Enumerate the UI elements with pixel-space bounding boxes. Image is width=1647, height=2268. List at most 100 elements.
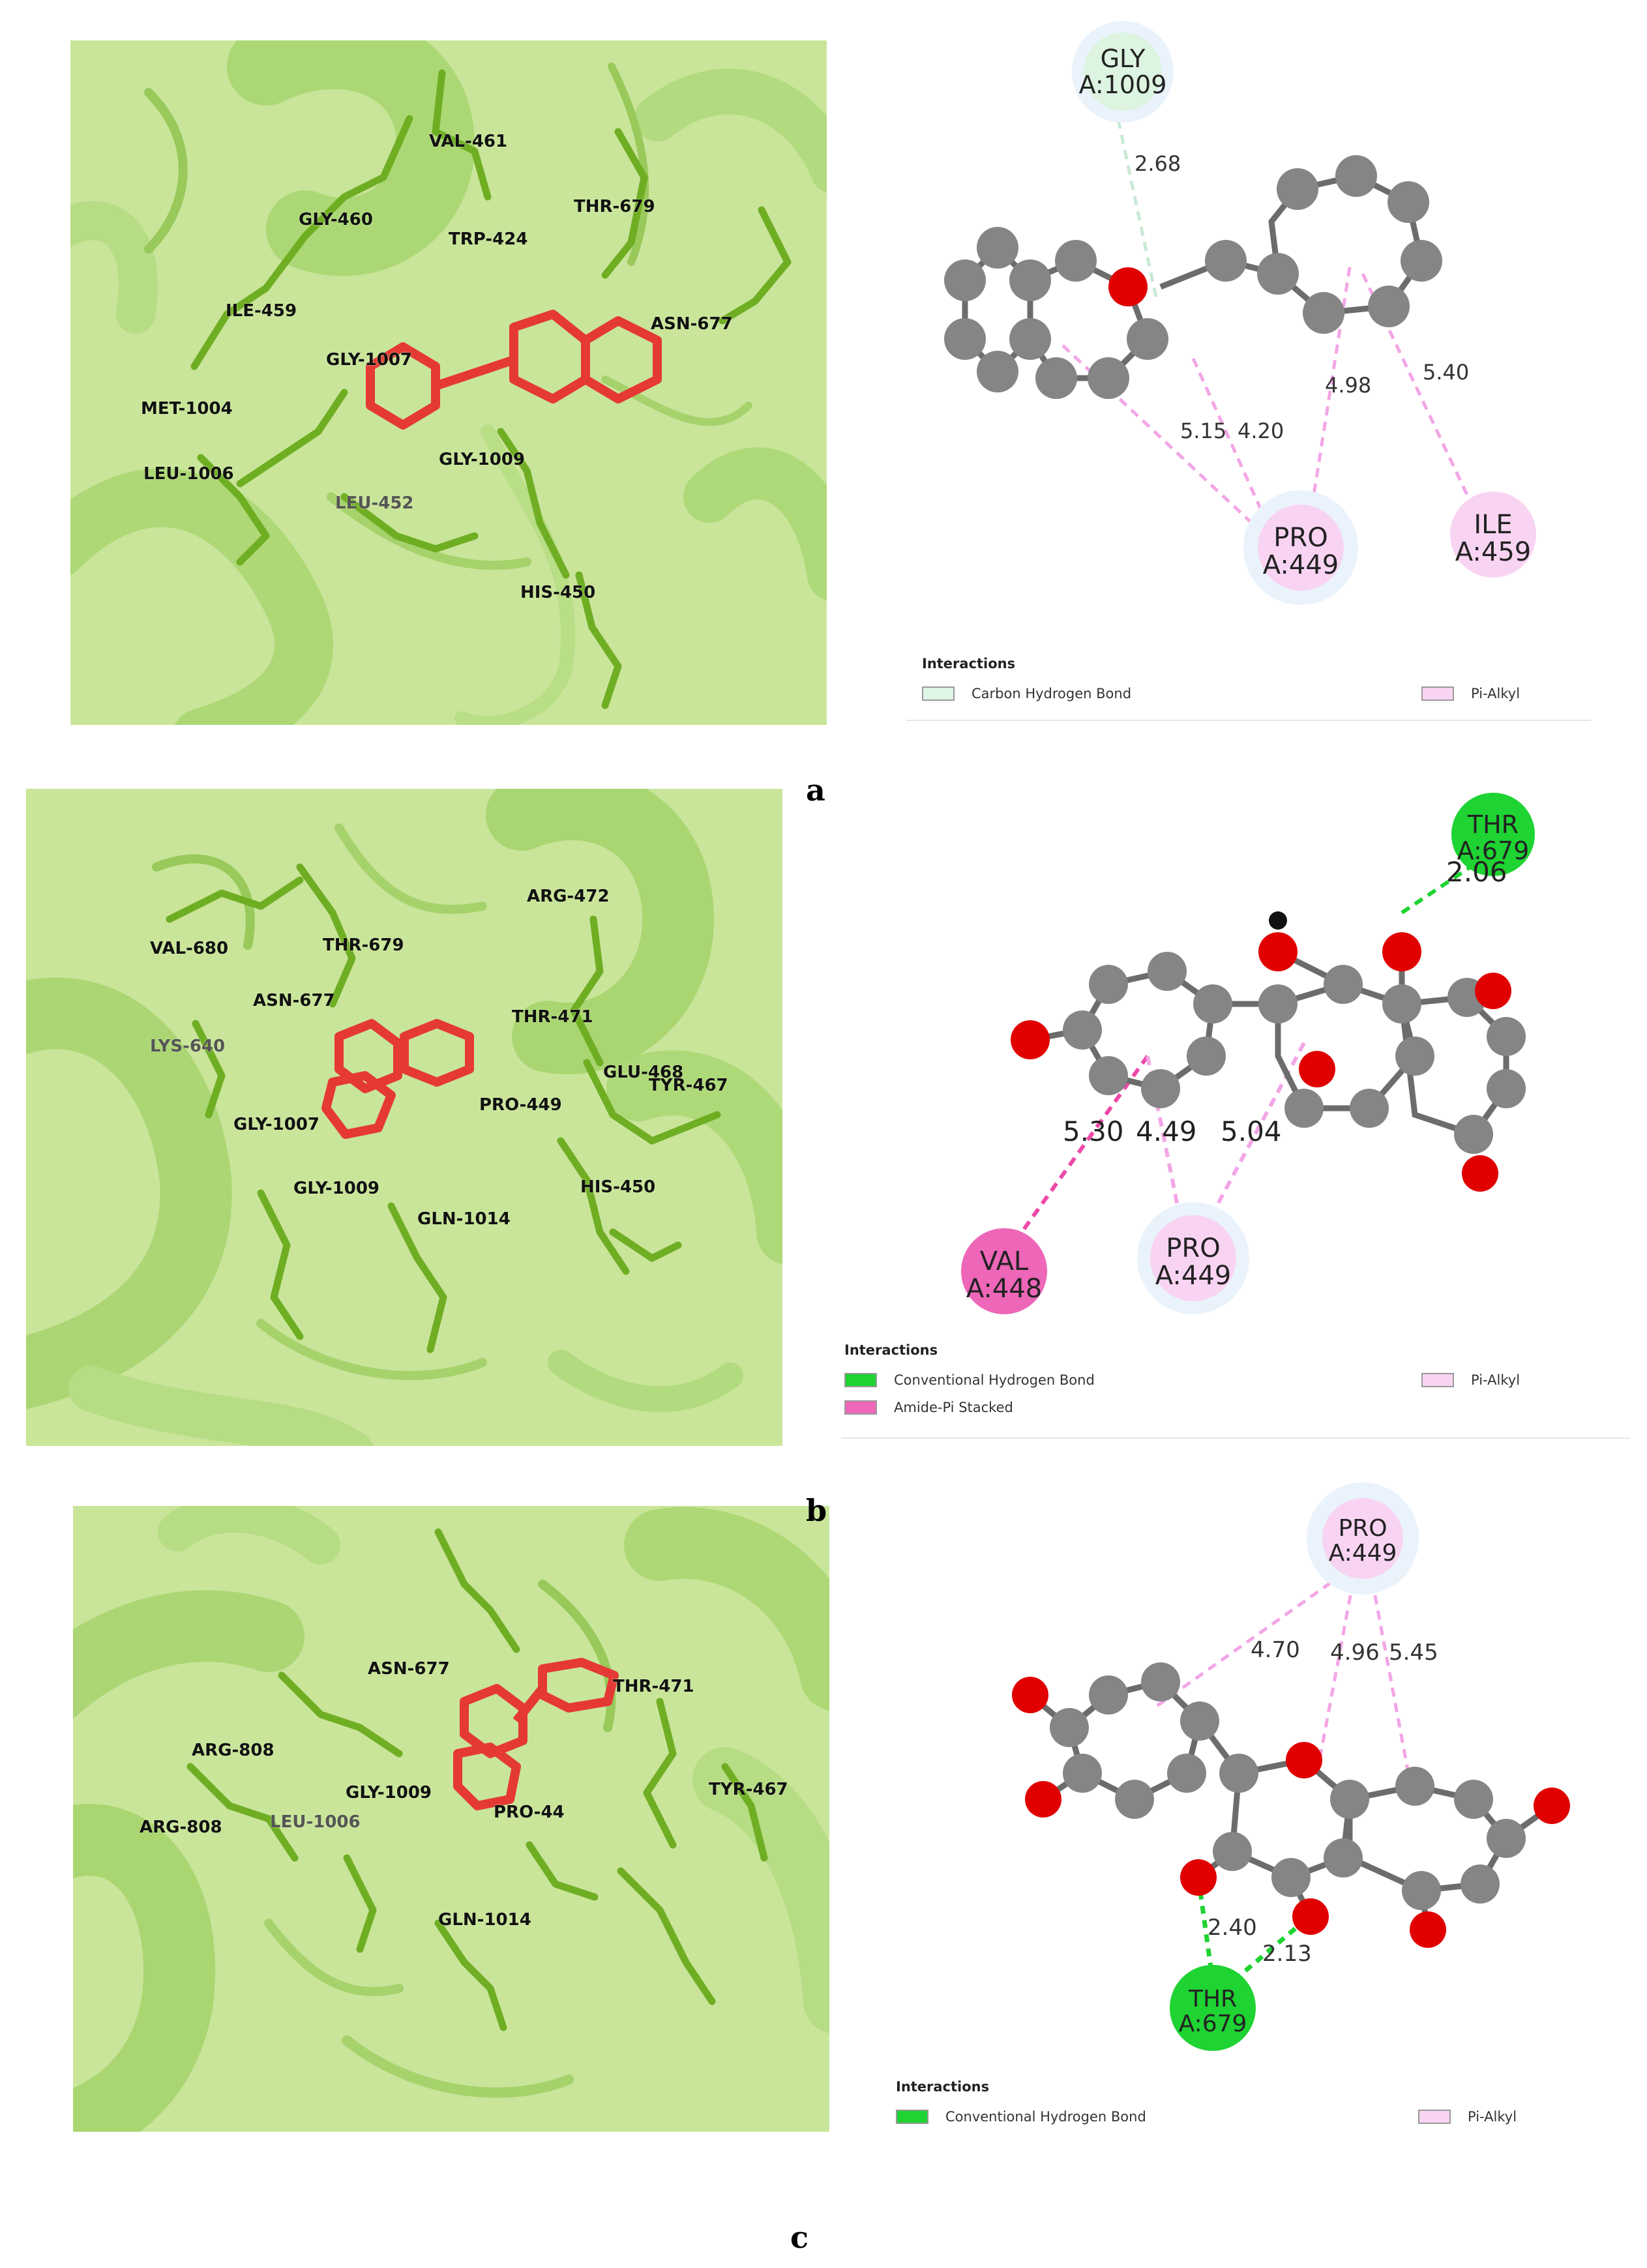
- legend-swatch: [844, 1400, 877, 1415]
- distance-label: 4.20: [1238, 419, 1284, 443]
- residue-label: GLY-1009: [439, 450, 526, 469]
- svg-text:THR: THR: [1188, 1986, 1237, 2012]
- oxygen-atom: [1108, 267, 1148, 306]
- legend-divider: [906, 720, 1591, 721]
- panel-b-ligand: [321, 1019, 474, 1139]
- residue-node-thr-679: THR A:679: [1170, 1965, 1256, 2051]
- svg-text:A:448: A:448: [966, 1274, 1042, 1304]
- legend-title: Interactions: [922, 656, 1016, 671]
- residue-label: THR-679: [574, 197, 655, 216]
- distance-label: 2.40: [1208, 1915, 1257, 1941]
- residue-label: LYS-640: [150, 1037, 226, 1056]
- residue-label: GLY-1007: [233, 1115, 320, 1134]
- residue-node-thr-679: THR A:679: [1451, 793, 1535, 876]
- panel-c-interaction-diagram: PRO A:449 THR A:679 4.70 4.96 5.45 2.40 …: [1012, 1482, 1570, 2051]
- ligand-atoms: [944, 155, 1442, 399]
- oxygen-atom: [1258, 932, 1298, 971]
- legend-item-pi-alkyl: Pi-Alkyl: [1421, 686, 1520, 701]
- distance-label: 5.30: [1063, 1115, 1124, 1147]
- hydrogen-atom: [1269, 911, 1287, 930]
- interaction-line: [1361, 272, 1476, 510]
- panel-b-residue-sticks: [166, 863, 721, 1353]
- oxygen-atom: [1410, 1911, 1446, 1948]
- legend-label: Pi-Alkyl: [1471, 1372, 1521, 1388]
- svg-text:A:679: A:679: [1179, 2010, 1247, 2037]
- residue-label: VAL-461: [429, 132, 508, 151]
- panel-a-legend: Interactions Carbon Hydrogen Bond Pi-Alk…: [906, 652, 1591, 724]
- panel-b-interaction-diagram: THR A:679 VAL A:448 PRO A:449 2.06 5.30 …: [961, 793, 1535, 1314]
- legend-swatch: [844, 1373, 877, 1387]
- legend-item-pi-alkyl: Pi-Alkyl: [1418, 2109, 1517, 2125]
- residue-label: TYR-467: [649, 1076, 728, 1095]
- oxygen-atom: [1534, 1788, 1570, 1824]
- svg-text:A:449: A:449: [1329, 1540, 1397, 1567]
- residue-label: ASN-677: [651, 314, 733, 334]
- legend-title: Interactions: [896, 2079, 990, 2095]
- panel-a-interaction-diagram: GLY A:1009 PRO A:449 ILE A:459 2.68 5.15…: [944, 21, 1536, 605]
- residue-label: VAL-680: [150, 939, 229, 958]
- residue-label: LEU-1006: [270, 1812, 361, 1832]
- panel-letter-b: b: [806, 1493, 827, 1528]
- residue-label: THR-471: [613, 1677, 694, 1696]
- residue-node-ile-459: ILE A:459: [1450, 492, 1536, 578]
- interaction-line: [1015, 1055, 1150, 1240]
- residue-label: ARG-808: [192, 1741, 274, 1760]
- distance-label: 2.06: [1446, 856, 1507, 888]
- legend-item-conventional-hydrogen-bond: Conventional Hydrogen Bond: [896, 2109, 1146, 2125]
- residue-label: TRP-424: [449, 229, 528, 249]
- panel-a-3d-view: VAL-461 GLY-460 TRP-424 THR-679 ILE-459 …: [70, 40, 827, 725]
- svg-text:PRO: PRO: [1338, 1515, 1387, 1542]
- distance-label: 4.70: [1251, 1637, 1300, 1663]
- residue-label: GLN-1014: [417, 1209, 511, 1229]
- legend-label: Conventional Hydrogen Bond: [945, 2109, 1146, 2125]
- svg-text:VAL: VAL: [980, 1246, 1029, 1276]
- panel-a-residue-sticks: [190, 69, 792, 709]
- distance-label: 5.45: [1389, 1640, 1438, 1666]
- residue-label: HIS-450: [520, 583, 596, 602]
- interaction-line: [1153, 1563, 1358, 1710]
- residue-label: THR-679: [323, 935, 404, 955]
- legend-label: Pi-Alkyl: [1471, 686, 1521, 701]
- legend-item-carbon-hydrogen-bond: Carbon Hydrogen Bond: [922, 686, 1131, 701]
- distance-label: 5.04: [1221, 1115, 1282, 1147]
- residue-label: LEU-1006: [143, 464, 234, 484]
- oxygen-atom: [1299, 1051, 1335, 1087]
- distance-label: 2.68: [1135, 151, 1181, 176]
- residue-label: LEU-452: [335, 493, 414, 513]
- legend-swatch: [1418, 2110, 1451, 2124]
- panel-a-ligand: [366, 310, 662, 430]
- legend-item-pi-alkyl: Pi-Alkyl: [1421, 1372, 1520, 1388]
- oxygen-atom: [1011, 1020, 1050, 1059]
- svg-text:PRO: PRO: [1273, 523, 1328, 553]
- panel-c-3d-view: ASN-677 THR-471 ARG-808 ARG-808 TYR-467 …: [73, 1506, 829, 2132]
- legend-item-conventional-hydrogen-bond: Conventional Hydrogen Bond: [844, 1372, 1095, 1388]
- oxygen-atom: [1382, 932, 1421, 971]
- panel-c-legend: Interactions Conventional Hydrogen Bond …: [893, 2076, 1584, 2142]
- legend-label: Pi-Alkyl: [1468, 2109, 1517, 2125]
- distance-label: 5.40: [1423, 360, 1469, 385]
- residue-label: HIS-450: [580, 1177, 656, 1197]
- svg-text:ILE: ILE: [1474, 510, 1512, 540]
- residue-label: TYR-467: [709, 1780, 788, 1799]
- residue-node-gly-1009: GLY A:1009: [1072, 21, 1174, 123]
- legend-label: Carbon Hydrogen Bond: [972, 686, 1132, 701]
- panel-b-legend: Interactions Conventional Hydrogen Bond …: [841, 1340, 1630, 1444]
- legend-item-amide-pi-stacked: Amide-Pi Stacked: [844, 1400, 1013, 1415]
- distance-label: 2.13: [1262, 1941, 1312, 1967]
- legend-swatch: [896, 2110, 928, 2124]
- residue-label: PRO-449: [479, 1095, 562, 1115]
- legend-label: Amide-Pi Stacked: [894, 1400, 1013, 1415]
- panel-letter-a: a: [806, 773, 825, 808]
- svg-text:A:679: A:679: [1457, 836, 1530, 865]
- residue-label: MET-1004: [141, 399, 233, 419]
- legend-title: Interactions: [844, 1342, 938, 1358]
- oxygen-atom: [1025, 1781, 1061, 1818]
- residue-node-val-448: VAL A:448: [961, 1228, 1047, 1314]
- interaction-line: [1315, 1564, 1358, 1774]
- residue-label: GLY-1009: [346, 1783, 432, 1803]
- distance-label: 5.15: [1180, 419, 1226, 443]
- residue-node-pro-449: PRO A:449: [1137, 1202, 1249, 1314]
- residue-label: ILE-459: [226, 301, 297, 321]
- panel-b-3d-view: ARG-472 VAL-680 THR-679 ASN-677 THR-471 …: [26, 789, 782, 1446]
